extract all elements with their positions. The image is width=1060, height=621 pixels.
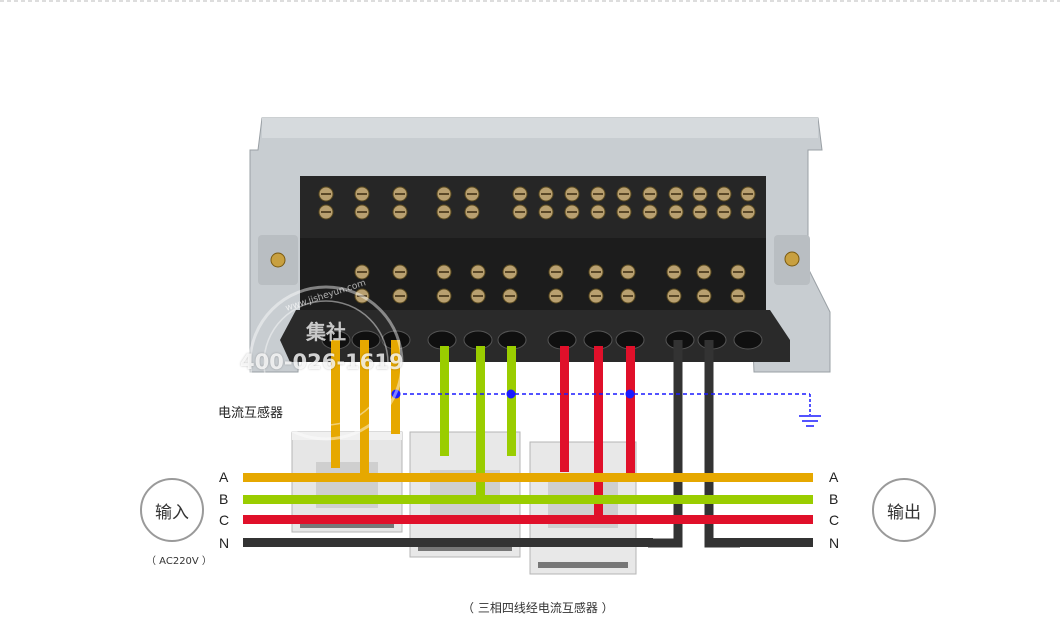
screw-terminal-icon bbox=[354, 288, 370, 304]
screw-terminal-icon bbox=[502, 288, 518, 304]
screw-terminal-icon bbox=[716, 204, 732, 220]
screw-terminal-icon bbox=[588, 264, 604, 280]
screw-terminal-icon bbox=[590, 186, 606, 202]
diagram-caption: （ 三相四线经电流互感器 ） bbox=[462, 601, 614, 615]
screw-terminal-icon bbox=[392, 264, 408, 280]
input-label: 输入 bbox=[155, 502, 189, 523]
screw-terminal-icon bbox=[392, 186, 408, 202]
mounting-screw-right bbox=[784, 251, 800, 267]
screw-terminal-icon bbox=[436, 186, 452, 202]
phase-label-left-n: N bbox=[219, 535, 230, 551]
screw-terminal-icon bbox=[666, 288, 682, 304]
phase-label-right-b: B bbox=[829, 491, 839, 507]
watermark-brand: 集社 bbox=[306, 320, 346, 344]
screw-terminal-icon bbox=[464, 186, 480, 202]
ground-symbol-icon bbox=[799, 415, 821, 427]
screw-terminal-icon bbox=[740, 204, 756, 220]
screw-terminal-icon bbox=[470, 288, 486, 304]
screw-terminal-icon bbox=[740, 186, 756, 202]
screw-terminal-icon bbox=[564, 204, 580, 220]
terminal-block bbox=[280, 176, 790, 362]
input-badge: 输入 bbox=[140, 478, 204, 542]
screw-terminal-icon bbox=[502, 264, 518, 280]
screw-terminal-icon bbox=[512, 186, 528, 202]
screw-terminal-icon bbox=[620, 288, 636, 304]
bus-n-left bbox=[243, 538, 653, 547]
screw-terminal-icon bbox=[716, 186, 732, 202]
watermark bbox=[248, 285, 404, 441]
output-label: 输出 bbox=[887, 502, 921, 523]
ground-connection bbox=[391, 389, 821, 427]
screw-terminal-icon bbox=[666, 264, 682, 280]
screw-terminal-icon bbox=[696, 264, 712, 280]
screw-terminal-icon bbox=[668, 186, 684, 202]
bus-b bbox=[243, 495, 813, 504]
screw-terminal-icon bbox=[696, 288, 712, 304]
screw-terminal-icon bbox=[548, 264, 564, 280]
screw-terminal-icon bbox=[354, 186, 370, 202]
screw-terminal-icon bbox=[730, 288, 746, 304]
screw-terminal-icon bbox=[590, 204, 606, 220]
screw-terminal-icon bbox=[616, 204, 632, 220]
screw-terminal-icon bbox=[620, 264, 636, 280]
screw-terminal-icon bbox=[548, 288, 564, 304]
screw-terminal-icon bbox=[588, 288, 604, 304]
screw-terminal-icon bbox=[642, 204, 658, 220]
phase-label-left-c: C bbox=[219, 512, 230, 528]
screw-terminal-icon bbox=[512, 204, 528, 220]
screw-terminal-icon bbox=[436, 264, 452, 280]
phase-label-right-c: C bbox=[829, 512, 840, 528]
screw-terminal-icon bbox=[564, 186, 580, 202]
vertical-wires bbox=[331, 340, 740, 548]
screw-terminal-icon bbox=[392, 204, 408, 220]
screw-terminal-icon bbox=[668, 204, 684, 220]
screw-terminal-icon bbox=[642, 186, 658, 202]
junction-dot-icon bbox=[625, 389, 635, 399]
phase-label-right-n: N bbox=[829, 535, 840, 551]
mounting-screw-left bbox=[270, 252, 286, 268]
watermark-phone: 400-026-1619 bbox=[240, 350, 404, 374]
phase-label-left-a: A bbox=[219, 469, 229, 485]
bus-n-right bbox=[706, 538, 813, 547]
screw-terminal-icon bbox=[470, 264, 486, 280]
bus-c bbox=[243, 515, 813, 524]
screw-terminal-icon bbox=[392, 288, 408, 304]
screw-terminal-icon bbox=[538, 186, 554, 202]
screw-terminal-icon bbox=[464, 204, 480, 220]
screw-terminal-icon bbox=[538, 204, 554, 220]
screw-terminal-icon bbox=[730, 264, 746, 280]
current-transformer-c bbox=[529, 441, 637, 575]
input-voltage-note: （ AC220V ） bbox=[146, 556, 212, 567]
junction-dot-icon bbox=[391, 389, 401, 399]
output-badge: 输出 bbox=[872, 478, 936, 542]
screw-terminal-icon bbox=[354, 264, 370, 280]
screw-terminal-icon bbox=[354, 204, 370, 220]
screw-terminal-icon bbox=[436, 288, 452, 304]
screw-terminal-icon bbox=[318, 186, 334, 202]
screw-terminal-icon bbox=[692, 204, 708, 220]
screw-terminal-icon bbox=[318, 204, 334, 220]
phase-label-right-a: A bbox=[829, 469, 839, 485]
screw-terminal-icon bbox=[436, 204, 452, 220]
bus-lines bbox=[243, 473, 813, 547]
phase-label-left-b: B bbox=[219, 491, 229, 507]
bus-a bbox=[243, 473, 813, 482]
ct-label: 电流互感器 bbox=[218, 406, 284, 421]
cable-hole bbox=[733, 330, 763, 350]
screw-terminal-icon bbox=[616, 186, 632, 202]
junction-dot-icon bbox=[506, 389, 516, 399]
screw-terminal-icon bbox=[692, 186, 708, 202]
